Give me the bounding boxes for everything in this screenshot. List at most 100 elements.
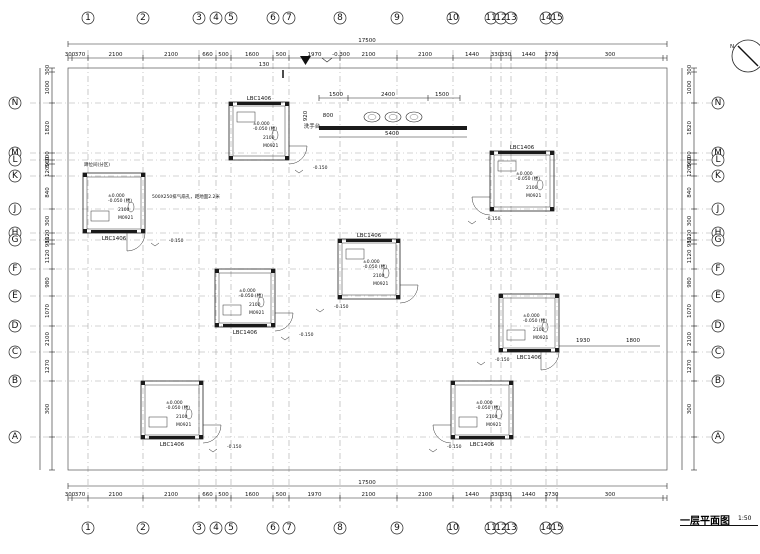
- axis-label: M: [714, 148, 722, 158]
- axis-label: 9: [394, 13, 400, 23]
- dim-segment: 2100: [164, 492, 178, 498]
- axis-bubble: [8, 202, 22, 216]
- outdoor-level: -0.150: [299, 332, 314, 338]
- axis-bubble: [209, 11, 223, 25]
- axis-label: L: [715, 155, 720, 165]
- axis-label: 8: [337, 13, 343, 23]
- axis-bubble: [8, 374, 22, 388]
- dim-segment: 2100: [109, 52, 123, 58]
- dim-segment: 300: [605, 52, 616, 58]
- dim-segment: 330: [501, 52, 512, 58]
- axis-bubble: [282, 521, 296, 535]
- level-top: -0.300: [332, 52, 350, 58]
- dim-segment: 560: [687, 156, 693, 167]
- outdoor-level: -0.150: [495, 357, 510, 363]
- axis-label: 12: [495, 13, 506, 23]
- unit-inner-wall: [502, 297, 556, 349]
- unit-width: 2100: [373, 273, 385, 279]
- toilet-icon: [222, 304, 242, 316]
- window: [237, 102, 281, 105]
- window-label: LBC1406: [357, 233, 382, 239]
- axis-label: F: [715, 264, 720, 274]
- window-label: LBC1406: [470, 442, 495, 448]
- window: [498, 151, 546, 154]
- floor-level: ±0.000: [516, 171, 533, 177]
- axis-label: 10: [447, 523, 459, 533]
- wet-level: -0.050 (楼): [363, 263, 387, 270]
- window-label: LBC1406: [247, 96, 272, 102]
- dim-segment: 300: [45, 151, 51, 162]
- axis-label: 3: [196, 523, 202, 533]
- axis-label: 15: [551, 13, 562, 23]
- axis-label: D: [715, 321, 722, 331]
- axis-bubble: [711, 289, 725, 303]
- title-underline: [680, 525, 758, 526]
- column: [215, 323, 219, 327]
- toilet-icon: [506, 329, 526, 341]
- axis-bubble: [711, 202, 725, 216]
- axis-bubble: [8, 289, 22, 303]
- dim-segment: 2100: [687, 332, 693, 346]
- column: [509, 435, 513, 439]
- column: [285, 102, 289, 106]
- column: [555, 348, 559, 352]
- toilet-icon: [90, 210, 110, 222]
- axis-bubble: [390, 11, 404, 25]
- axis-bubble: [550, 11, 564, 25]
- axis-label: K: [12, 171, 19, 181]
- unit-width: 2100: [533, 327, 545, 333]
- axis-label: J: [716, 204, 720, 214]
- dim-segment: 300: [687, 403, 693, 414]
- axis-bubble: [8, 169, 22, 183]
- column: [141, 229, 145, 233]
- axis-label: 11: [485, 13, 496, 23]
- dim-segment: 980: [45, 277, 51, 288]
- unit-width: 2100: [526, 185, 538, 191]
- axis-label: 8: [337, 523, 343, 533]
- column: [199, 435, 203, 439]
- column: [271, 323, 275, 327]
- axis-label: 13: [505, 13, 516, 23]
- axis-label: 2: [140, 523, 146, 533]
- axis-bubble: [8, 430, 22, 444]
- column: [229, 102, 233, 106]
- outdoor-level: -0.150: [313, 165, 328, 171]
- sink-bowl: [388, 114, 398, 120]
- axis-bubble: [711, 345, 725, 359]
- window: [91, 230, 137, 233]
- column: [499, 348, 503, 352]
- dim-segment: 980: [687, 236, 693, 247]
- column: [451, 381, 455, 385]
- axis-label: 1: [85, 13, 91, 23]
- column: [199, 381, 203, 385]
- sink-bowl: [367, 114, 377, 120]
- drawing-title: 一层平面图: [680, 516, 730, 527]
- axis-bubble: [8, 262, 22, 276]
- dim-overall: 17500: [358, 480, 376, 486]
- drawing-scale: 1:50: [738, 515, 752, 522]
- axis-bubble: [8, 345, 22, 359]
- level-mark: [428, 448, 438, 453]
- axis-label: H: [12, 228, 19, 238]
- wet-level: -0.050 (楼): [239, 292, 263, 299]
- urinal-icon: [382, 267, 390, 279]
- dim-segment: 1820: [687, 121, 693, 135]
- vent-note: 500X250排气扇孔，距地面2.2米: [152, 193, 220, 200]
- dim-segment: 1270: [687, 359, 693, 373]
- column: [550, 207, 554, 211]
- unit-inner-wall: [144, 384, 200, 436]
- unit-inner-wall: [493, 154, 551, 208]
- unit-inner-wall: [86, 176, 142, 230]
- bench-dim: 2400: [381, 92, 395, 98]
- level-mark: [467, 220, 477, 225]
- axis-bubble: [282, 11, 296, 25]
- dim-segment: 2100: [418, 492, 432, 498]
- axis-label: 2: [140, 13, 146, 23]
- column: [141, 381, 145, 385]
- axis-bubble: [192, 11, 206, 25]
- axis-label: 13: [505, 523, 516, 533]
- window: [459, 436, 505, 439]
